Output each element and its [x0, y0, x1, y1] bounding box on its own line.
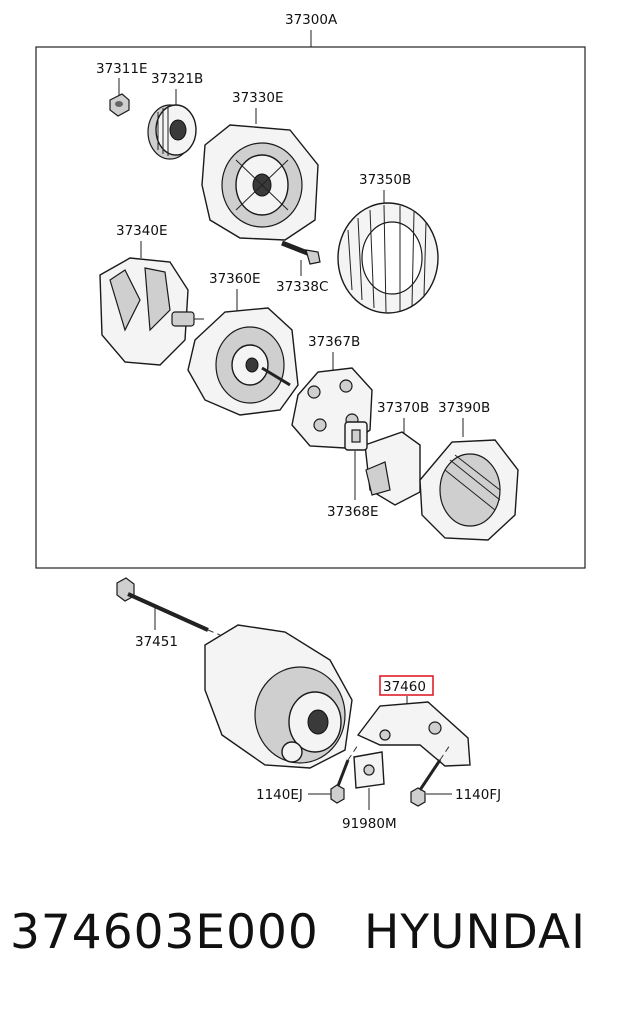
label-nut: 37311E — [96, 61, 147, 77]
footer: 374603E000 HYUNDAI — [0, 905, 620, 985]
label-clip: 91980M — [342, 816, 397, 832]
alternator-assembly — [204, 624, 353, 769]
label-bolt-right: 1140FJ — [455, 787, 501, 803]
pulley-part — [147, 104, 197, 160]
label-rotor: 37340E — [116, 223, 167, 239]
nut-part — [109, 93, 130, 117]
cover-part — [419, 439, 519, 541]
label-rear-bracket: 37360E — [209, 271, 260, 287]
front-bracket-part — [201, 124, 319, 241]
label-cover: 37390B — [438, 400, 490, 416]
label-regulator: 37370B — [377, 400, 429, 416]
label-rectifier: 37367B — [308, 334, 360, 350]
label-stator: 37350B — [359, 172, 411, 188]
stator-part — [337, 202, 439, 314]
part-number: 374603E000 — [10, 905, 319, 960]
label-mount-bracket[interactable]: 37460 — [383, 679, 426, 695]
label-bolt-stud: 37338C — [276, 279, 328, 295]
label-assembly: 37300A — [285, 12, 338, 28]
highlight-box — [379, 675, 434, 696]
mount-bracket-part — [356, 701, 471, 767]
label-pulley: 37321B — [151, 71, 203, 87]
bolt-left-part — [330, 759, 350, 804]
label-front-bracket: 37330E — [232, 90, 283, 106]
parts-diagram: 37300A 37311E 37321B 37330E 37350B 37340… — [35, 12, 586, 832]
label-long-bolt: 37451 — [135, 634, 178, 650]
brand-name: HYUNDAI — [364, 905, 586, 960]
label-bolt-left: 1140EJ — [256, 787, 303, 803]
brush-holder-part — [344, 421, 368, 451]
bolt-stud-part — [281, 240, 321, 265]
rear-bracket-part — [187, 307, 299, 416]
rotor-part — [99, 257, 204, 366]
label-brush-holder: 37368E — [327, 504, 378, 520]
bolt-right-part — [410, 759, 442, 807]
regulator-part — [364, 431, 421, 506]
long-bolt-part — [116, 577, 209, 632]
assembly-frame — [35, 46, 586, 569]
clip-part — [353, 751, 385, 789]
